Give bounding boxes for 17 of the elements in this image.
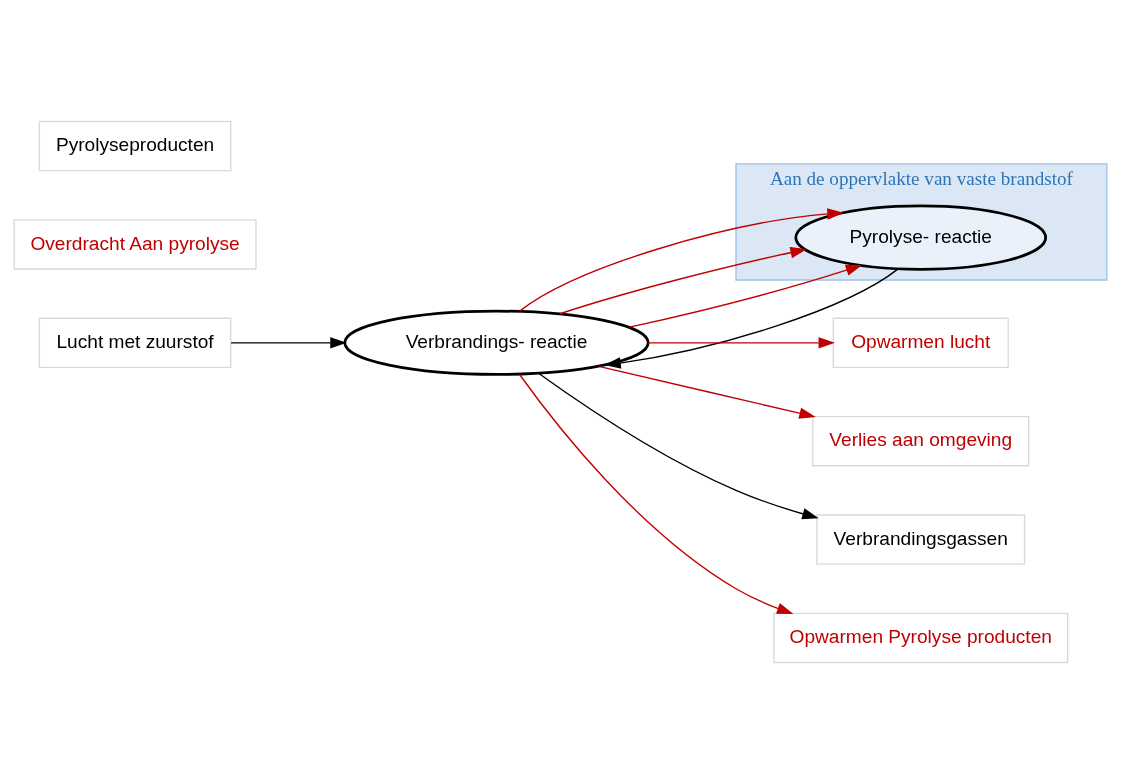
arrow: [519, 207, 844, 312]
node-box: Lucht met zuurstof: [38, 317, 232, 368]
node-box: Pyrolyseproducten: [38, 120, 232, 171]
arrow: [559, 246, 807, 314]
arrow: [628, 264, 863, 328]
node-ellipse: Verbrandings- reactie: [343, 309, 650, 376]
node-box: Opwarmen lucht: [832, 317, 1009, 368]
arrow: [598, 365, 816, 419]
arrow: [647, 336, 835, 349]
node-box: Verlies aan omgeving: [812, 415, 1030, 466]
arrow: [604, 267, 899, 369]
arrow: [230, 336, 347, 349]
node-box: Opwarmen Pyrolyse producten: [773, 612, 1069, 663]
arrow: [538, 372, 819, 519]
node-box: Overdracht Aan pyrolyse: [13, 218, 257, 270]
arrow: [518, 373, 794, 614]
node-box: Verbrandingsgassen: [816, 513, 1026, 565]
